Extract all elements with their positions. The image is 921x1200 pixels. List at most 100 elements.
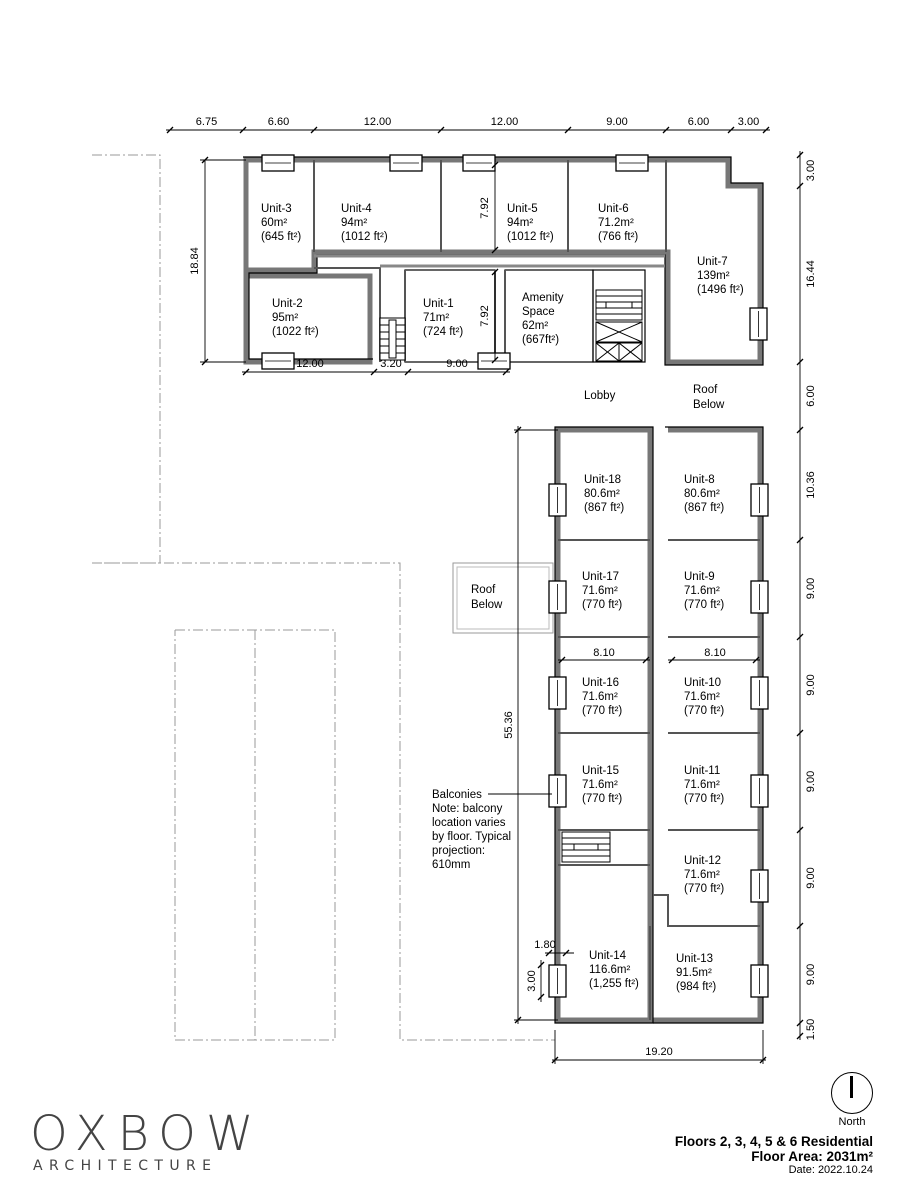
dim-tick xyxy=(491,246,499,254)
unit-imperial: (1012 ft²) xyxy=(341,231,388,243)
dim-tick xyxy=(796,358,804,366)
dimension-label: 3.00 xyxy=(805,160,817,181)
unit-imperial: (770 ft²) xyxy=(582,705,622,717)
roof-below-west-2: Below xyxy=(471,599,503,611)
dimension-label: 9.00 xyxy=(805,867,817,888)
note-line-1: Note: balcony xyxy=(432,803,503,815)
dim-tick xyxy=(404,368,412,376)
dimension-label: 6.00 xyxy=(805,385,817,406)
unit-name: Unit-8 xyxy=(684,474,715,486)
dim-tick xyxy=(796,826,804,834)
unit-imperial: (645 ft²) xyxy=(261,231,301,243)
unit-imperial: (984 ft²) xyxy=(676,981,716,993)
unit-imperial: (770 ft²) xyxy=(684,883,724,895)
north-circle-icon xyxy=(831,1072,873,1114)
unit-name: Unit-12 xyxy=(684,855,721,867)
dimension-label: 3.00 xyxy=(738,116,759,128)
unit-name: Unit-6 xyxy=(598,203,629,215)
unit-area: 95m² xyxy=(272,312,298,324)
unit-name: Unit-18 xyxy=(584,474,621,486)
unit-imperial: (1,255 ft²) xyxy=(589,978,639,990)
roof-below-east-1: Roof xyxy=(693,384,718,396)
elevators xyxy=(595,321,643,362)
dim-tick xyxy=(796,1019,804,1027)
dimension-label: 9.00 xyxy=(805,964,817,985)
unit-name: Unit-2 xyxy=(272,298,303,310)
unit-imperial: (867 ft²) xyxy=(684,502,724,514)
dim-tick xyxy=(502,368,510,376)
unit-name: Unit-15 xyxy=(582,765,619,777)
dim-tick xyxy=(370,368,378,376)
unit-imperial: (1012 ft²) xyxy=(507,231,554,243)
south-wing-outline xyxy=(554,426,764,1024)
unit-name: Unit-16 xyxy=(582,677,619,689)
dim-tick xyxy=(564,126,572,134)
brand-logo: OXBOW xyxy=(30,1106,264,1162)
dim-tick xyxy=(562,949,570,957)
unit-name: Unit-14 xyxy=(589,950,627,962)
unit-area: 71.6m² xyxy=(582,691,618,703)
unit-area: 116.6m² xyxy=(589,964,631,976)
dim-tick xyxy=(796,151,804,159)
dimension-label: 7.92 xyxy=(479,197,491,218)
unit-imperial: (1496 ft²) xyxy=(697,284,744,296)
note-line-3: by floor. Typical xyxy=(432,831,511,843)
dim-tick xyxy=(796,182,804,190)
dimension-label: 1.80 xyxy=(534,939,555,951)
dimension-label: 19.20 xyxy=(645,1046,673,1058)
context-lines xyxy=(92,154,555,1041)
balconies xyxy=(261,154,769,998)
dim-tick xyxy=(796,729,804,737)
dimension-label: 8.10 xyxy=(704,647,725,659)
dimension-label: 9.00 xyxy=(805,578,817,599)
unit-area: 91.5m² xyxy=(676,967,712,979)
dimension-label: 9.00 xyxy=(446,358,467,370)
unit-imperial: (1022 ft²) xyxy=(272,326,319,338)
floor-area: Floor Area: 2031m² xyxy=(751,1149,873,1164)
dimension-label: 3.20 xyxy=(380,358,401,370)
unit-name: Unit-9 xyxy=(684,571,715,583)
amenity-line2: Space xyxy=(522,306,555,318)
dimension-label: 6.60 xyxy=(268,116,289,128)
dim-tick xyxy=(662,126,670,134)
unit-area: 71.2m² xyxy=(598,217,634,229)
dimension-label: 1.50 xyxy=(805,1019,817,1040)
dimension-label: 9.00 xyxy=(606,116,627,128)
unit-area: 94m² xyxy=(507,217,533,229)
dim-tick xyxy=(239,126,247,134)
unit-imperial: (770 ft²) xyxy=(684,705,724,717)
unit-area: 71.6m² xyxy=(684,779,720,791)
dim-tick xyxy=(642,656,650,664)
dimension-label: 3.00 xyxy=(526,970,538,991)
unit-imperial: (770 ft²) xyxy=(684,793,724,805)
dimension-label: 9.00 xyxy=(805,674,817,695)
south-stair xyxy=(561,831,611,863)
unit-area: 80.6m² xyxy=(584,488,620,500)
unit-name: Unit-4 xyxy=(341,203,372,215)
sheet-title: Floors 2, 3, 4, 5 & 6 Residential xyxy=(674,1134,873,1149)
dimension-label: 55.36 xyxy=(503,711,515,739)
north-stair xyxy=(379,289,643,361)
unit-imperial: (770 ft²) xyxy=(582,599,622,611)
south-partitions xyxy=(558,539,760,1020)
balcony-note: Balconies Note: balcony location varies … xyxy=(432,789,552,871)
north-block-walls xyxy=(243,157,763,365)
dimension-lines xyxy=(166,126,804,1064)
dimension-label: 8.10 xyxy=(593,647,614,659)
unit-name: Unit-10 xyxy=(684,677,721,689)
dim-tick xyxy=(545,949,553,957)
unit-area: 71.6m² xyxy=(582,585,618,597)
dimension-label: 12.00 xyxy=(296,358,324,370)
north-arrow: North xyxy=(829,1070,875,1130)
amenity-area: 62m² xyxy=(522,320,548,332)
unit-name: Unit-13 xyxy=(676,953,713,965)
unit-area: 71.6m² xyxy=(684,691,720,703)
unit-imperial: (867 ft²) xyxy=(584,502,624,514)
dimension-label: 6.75 xyxy=(196,116,217,128)
south-wing-walls xyxy=(555,427,763,1023)
lobby-label: Lobby xyxy=(584,390,616,402)
roof-below-west-inner xyxy=(456,566,550,630)
amenity-line1: Amenity xyxy=(522,292,564,304)
